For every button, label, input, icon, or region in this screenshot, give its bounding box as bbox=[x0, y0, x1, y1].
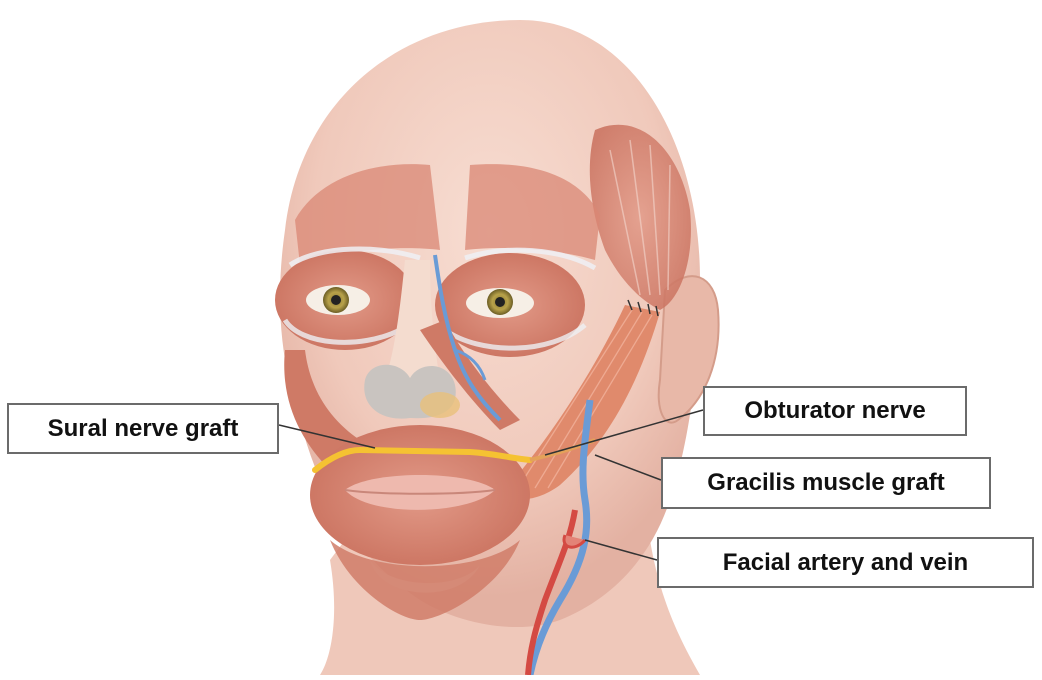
nasal-fat bbox=[420, 392, 460, 418]
label-gracilis-muscle-graft: Gracilis muscle graft bbox=[661, 457, 991, 509]
label-facial-artery-and-vein: Facial artery and vein bbox=[657, 537, 1034, 588]
label-gracilis-muscle-graft-text: Gracilis muscle graft bbox=[707, 469, 944, 497]
pupil-left bbox=[331, 295, 341, 305]
label-sural-nerve-graft-text: Sural nerve graft bbox=[48, 415, 239, 443]
label-sural-nerve-graft: Sural nerve graft bbox=[7, 403, 279, 454]
label-obturator-nerve-text: Obturator nerve bbox=[744, 397, 925, 425]
pupil-right bbox=[495, 297, 505, 307]
label-obturator-nerve: Obturator nerve bbox=[703, 386, 967, 436]
label-facial-artery-and-vein-text: Facial artery and vein bbox=[723, 549, 968, 577]
